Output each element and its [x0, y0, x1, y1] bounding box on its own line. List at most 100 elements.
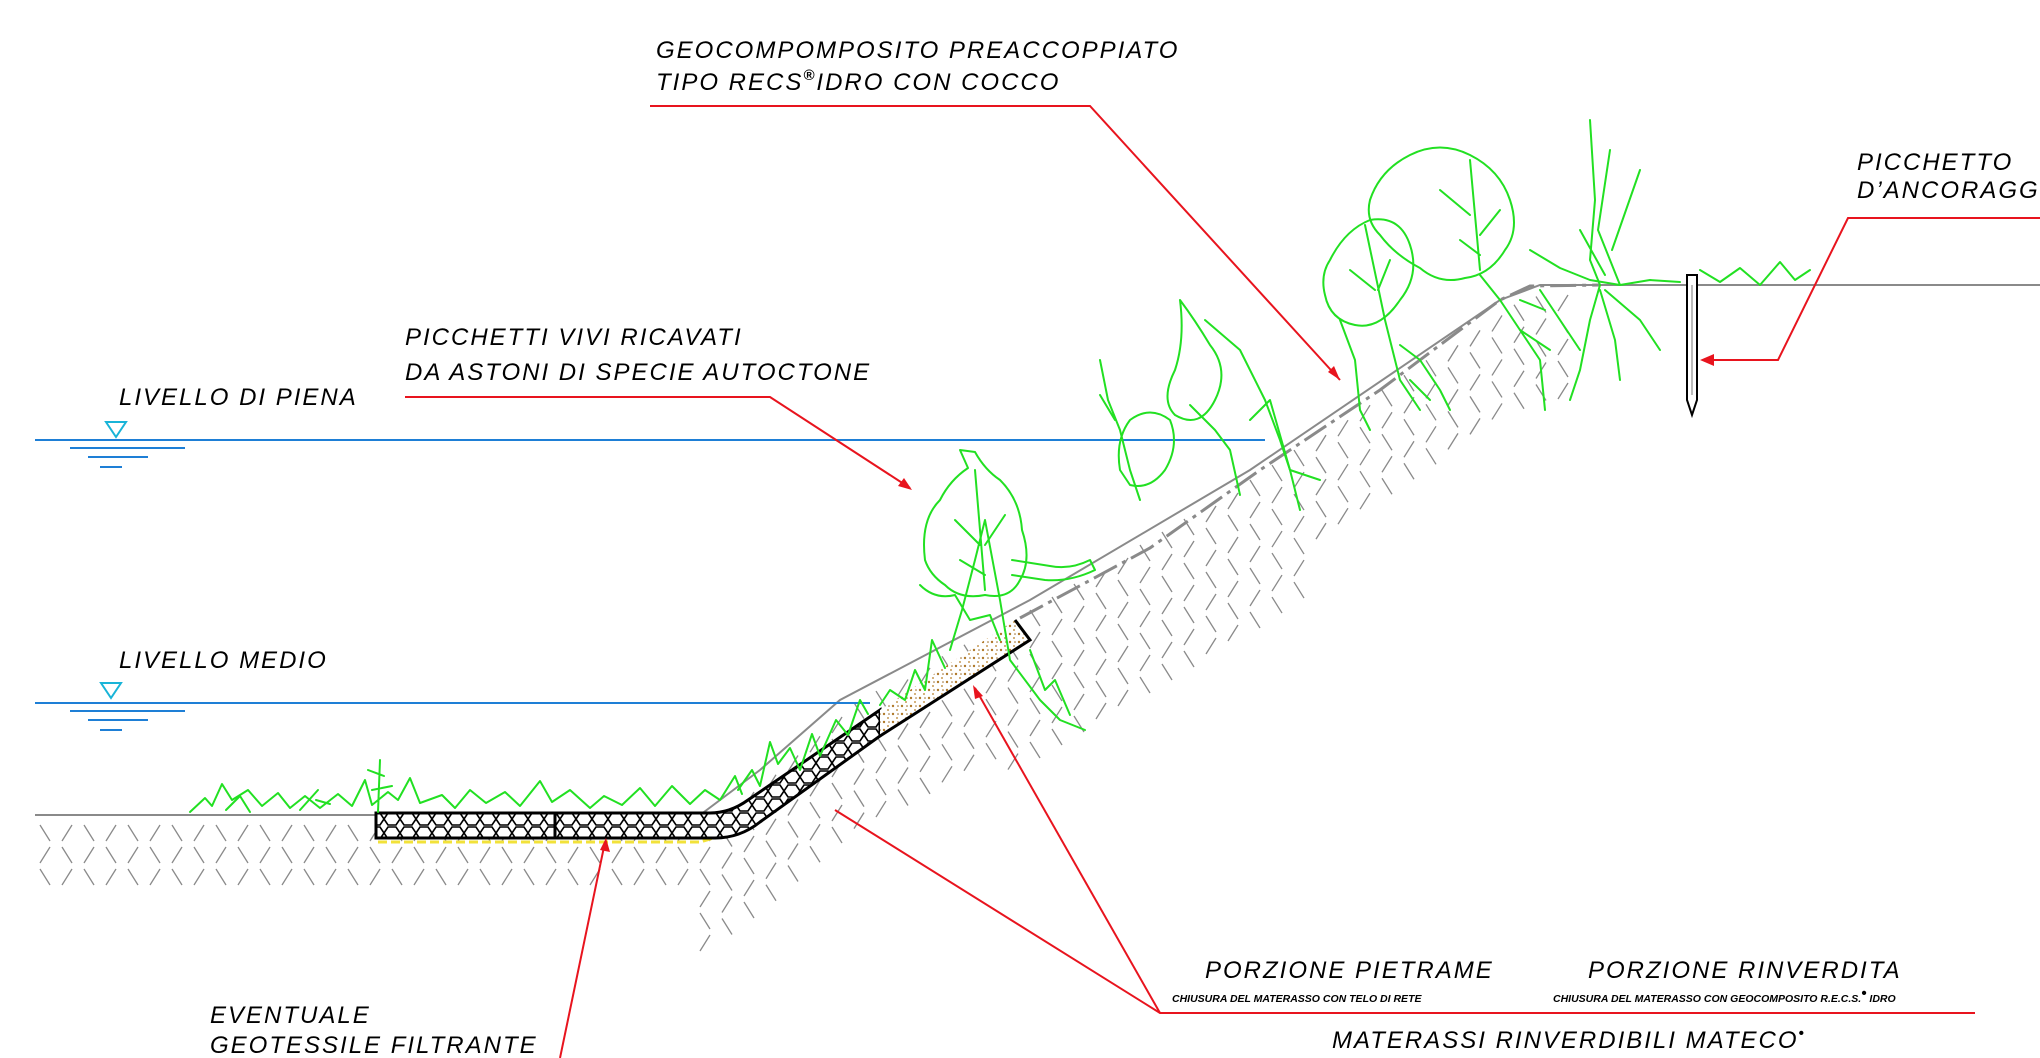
- hatch-stroke: [149, 824, 161, 842]
- hatch-stroke: [237, 868, 249, 886]
- hatch-stroke: [1271, 574, 1283, 592]
- flood-water-level: [35, 421, 1265, 468]
- hatch-stroke: [1381, 455, 1393, 473]
- hatch-stroke: [325, 824, 337, 842]
- labels: GEOCOMPOMPOSITO PREACCOPPIATO TIPO RECS®…: [119, 37, 2040, 1058]
- hatch-stroke: [853, 790, 865, 807]
- hatch-stroke: [1557, 382, 1569, 400]
- hatch-stroke: [1007, 731, 1019, 748]
- hatch-stroke: [919, 733, 931, 751]
- hatch-stroke: [1381, 433, 1393, 451]
- hatch-stroke: [1029, 719, 1041, 737]
- hatch-stroke: [743, 857, 755, 875]
- hatch-stroke: [1249, 479, 1261, 497]
- hatch-stroke: [1315, 500, 1327, 518]
- hatch-stroke: [1095, 702, 1107, 720]
- hatch-stroke: [1095, 658, 1107, 676]
- geocomposite-leader: [650, 105, 1341, 381]
- hatch-stroke: [1139, 676, 1151, 694]
- geotextile-filter-line: [378, 630, 1011, 844]
- hatch-stroke: [875, 690, 887, 708]
- hatch-stroke: [1117, 645, 1129, 663]
- hatch-stroke: [1161, 575, 1173, 593]
- hatch-stroke: [919, 777, 931, 795]
- hatch-stroke: [1315, 434, 1327, 452]
- hatch-stroke: [1117, 689, 1129, 707]
- greened-mattress-border: [879, 619, 1033, 738]
- hatch-stroke: [545, 846, 557, 864]
- hatch-stroke: [1249, 501, 1261, 519]
- hatch-stroke: [1403, 440, 1415, 458]
- hatch-stroke: [1359, 470, 1371, 488]
- hatch-stroke: [1029, 697, 1041, 715]
- hatch-stroke: [435, 846, 447, 864]
- hatch-stroke: [1271, 508, 1283, 526]
- hatch-stroke: [1117, 601, 1129, 619]
- hatch-stroke: [479, 868, 491, 886]
- hatch-stroke: [1491, 359, 1503, 376]
- hatch-stroke: [1425, 403, 1437, 421]
- greened-mattress: [879, 619, 1033, 738]
- hatch-stroke: [1139, 566, 1151, 584]
- leader-lines: [405, 105, 2040, 1058]
- hatch-stroke: [853, 768, 865, 785]
- hatch-stroke: [281, 868, 293, 886]
- hatch-stroke: [1425, 447, 1437, 465]
- hatch-stroke: [1403, 418, 1415, 436]
- hatch-stroke: [1139, 632, 1151, 650]
- hatch-stroke: [1249, 567, 1261, 585]
- hatch-stroke: [1227, 536, 1239, 554]
- hatch-stroke: [633, 868, 645, 886]
- hatch-stroke: [699, 890, 711, 908]
- hatch-stroke: [1513, 370, 1525, 388]
- hatch-stroke: [303, 824, 315, 842]
- stone-mattress-body: [374, 707, 882, 840]
- hatch-stroke: [1205, 593, 1217, 611]
- hatch-stroke: [677, 846, 689, 864]
- hatch-stroke: [1513, 326, 1525, 344]
- hatch-stroke: [171, 846, 183, 864]
- hatch-stroke: [83, 824, 95, 842]
- hatch-stroke: [787, 843, 799, 860]
- hatch-stroke: [1447, 345, 1459, 362]
- hatch-stroke: [1029, 631, 1041, 649]
- hatch-stroke: [1161, 597, 1173, 615]
- hatch-stroke: [215, 824, 227, 842]
- hatch-stroke: [567, 868, 579, 886]
- hatch-stroke: [1183, 650, 1195, 668]
- hatch-stroke: [1271, 596, 1283, 614]
- hatch-stroke: [1007, 709, 1019, 726]
- hatch-stroke: [545, 868, 557, 886]
- hatch-stroke: [1117, 667, 1129, 685]
- hatch-stroke: [787, 755, 799, 772]
- hatch-stroke: [941, 721, 953, 739]
- anchor-label-line2: D’ANCORAGGIO: [1857, 177, 2040, 204]
- hatch-stroke: [677, 868, 689, 886]
- anchor-stake: [1686, 274, 1698, 419]
- hatch-stroke: [897, 679, 909, 696]
- hatch-stroke: [1249, 589, 1261, 607]
- hatch-stroke: [127, 824, 139, 842]
- geotextile-leader: [559, 841, 606, 1058]
- hatch-stroke: [1535, 318, 1547, 335]
- hatch-stroke: [1051, 640, 1063, 658]
- hatch-stroke: [1051, 596, 1063, 614]
- hatch-stroke: [1073, 605, 1085, 623]
- registered-mark: ®: [803, 67, 816, 84]
- grass-strip: [189, 775, 743, 813]
- hatch-stroke: [171, 868, 183, 886]
- hatch-stroke: [61, 824, 73, 842]
- top-grass-tuft: [1519, 119, 1811, 401]
- hatch-stroke: [1271, 530, 1283, 548]
- hatch-stroke: [149, 846, 161, 864]
- live-stakes-label-line1: PICCHETTI VIVI RICAVATI: [405, 324, 743, 351]
- hatch-stroke: [105, 846, 117, 864]
- geotextile-label-line2: GEOTESSILE FILTRANTE: [210, 1032, 538, 1058]
- hatch-stroke: [787, 865, 799, 882]
- hatch-stroke: [1161, 619, 1173, 637]
- hatch-stroke: [1447, 411, 1459, 428]
- hatch-stroke: [1469, 418, 1481, 435]
- hatch-stroke: [831, 716, 843, 734]
- hatch-stroke: [347, 824, 359, 842]
